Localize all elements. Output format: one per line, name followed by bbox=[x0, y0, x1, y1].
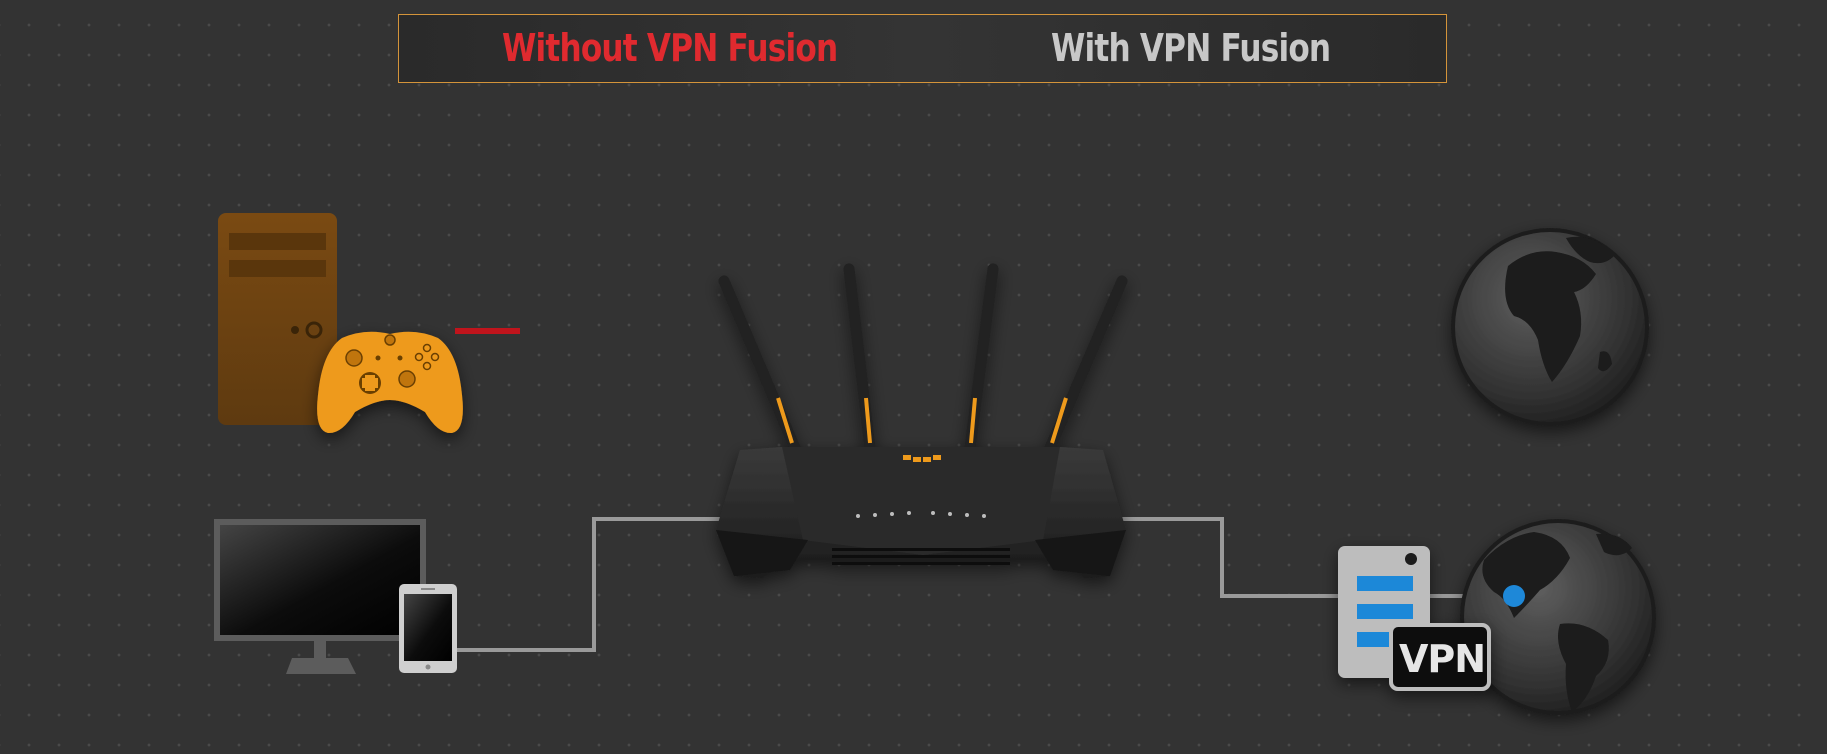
monitor-icon bbox=[214, 519, 426, 674]
vpn-location-marker bbox=[1503, 585, 1525, 607]
game-controller-icon bbox=[317, 331, 463, 434]
vpn-server-icon bbox=[1338, 546, 1491, 691]
cable-router-to-vpn-server bbox=[1122, 517, 1340, 598]
vpn-badge-label: VPN bbox=[1398, 637, 1486, 681]
router-icon bbox=[716, 263, 1128, 578]
globe-icon bbox=[1451, 228, 1649, 426]
vpn-fusion-toggle: Without VPN Fusion With VPN Fusion bbox=[398, 14, 1447, 83]
phone-icon bbox=[399, 584, 457, 673]
tab-without-vpn-fusion[interactable]: Without VPN Fusion bbox=[502, 26, 838, 70]
pc-tower-icon bbox=[218, 213, 337, 425]
cable-devices-to-router bbox=[452, 517, 720, 652]
tab-with-vpn-fusion[interactable]: With VPN Fusion bbox=[1051, 26, 1331, 70]
